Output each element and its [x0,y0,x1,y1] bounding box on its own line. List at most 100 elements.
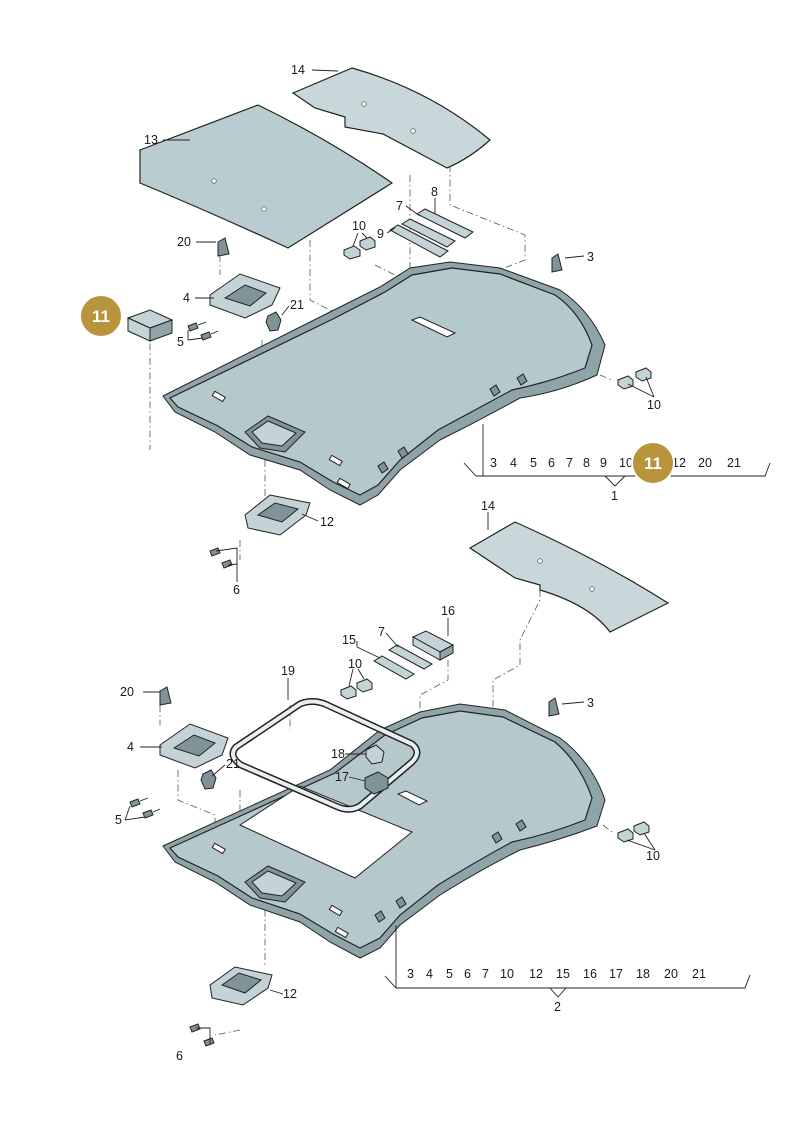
bracket-part-12: 12 [672,456,686,470]
screw-6 [203,1037,215,1047]
label-21: 21 [226,757,240,771]
leader-line [187,330,204,341]
upper-assembly: 14 13 8 7 10 9 20 3 4 21 5 10 12 6 3 4 5… [79,63,771,597]
label-13: 13 [144,133,158,147]
label-17: 17 [335,770,349,784]
label-4: 4 [127,740,134,754]
sensor-21 [200,769,217,790]
screw-5 [200,331,212,341]
clip-10 [359,236,376,251]
screw-6 [209,547,221,557]
insulation-mat-13 [139,104,394,249]
badge-text: 11 [644,454,662,473]
label-9: 9 [377,227,384,241]
clip-hole [361,101,367,107]
leader-line [301,513,319,522]
label-6: 6 [233,583,240,597]
screw-5 [187,322,199,332]
leader-line [196,1027,211,1044]
screw-5 [142,809,154,819]
clip-hole [589,586,595,592]
leader-line [356,641,381,659]
console-recess [251,420,297,447]
grip-slot [328,904,343,917]
leader-line [211,764,226,777]
bracket-part-10: 10 [500,967,514,981]
leader-line [386,227,396,234]
bracket-part-5: 5 [530,456,537,470]
guide-line [149,334,161,450]
clip-10 [633,821,650,836]
handle-mount [374,910,386,923]
screw-shank [197,321,219,335]
strip-7 [388,644,433,670]
leader-line [352,232,368,247]
console-12-lens [256,502,300,523]
guide-line [214,1029,241,1036]
leader-line [561,701,585,705]
bracket-part-7: 7 [482,967,489,981]
bracket-part-20: 20 [698,456,712,470]
guide-line [419,660,449,720]
screw-6 [221,559,233,569]
label-6: 6 [176,1049,183,1063]
screw-6 [189,1023,201,1033]
label-3: 3 [587,250,594,264]
reading-light-4-lens [172,734,216,757]
badge-circle [79,294,123,338]
clip-20 [217,237,230,257]
roof-panel-14 [291,67,491,169]
highlight-badge: 11 [631,441,675,485]
clip-10 [343,245,361,260]
grip-slot [334,926,349,939]
label-12: 12 [283,987,297,1001]
grip-slot [336,477,351,490]
clip-10 [340,685,357,700]
reading-light-4-lens [223,284,267,307]
handle-mount [397,446,409,459]
sunroof-frame-19-inner [230,699,419,812]
roof-slot [410,316,457,338]
strip-8 [415,208,474,239]
label-10: 10 [348,657,362,671]
guide-line [602,824,613,833]
bracket-part-8: 8 [583,456,590,470]
bracket-part-12: 12 [529,967,543,981]
label-20: 20 [120,685,134,699]
label-7: 7 [396,199,403,213]
assembly-bracket-1-tick [604,475,626,487]
bracket-part-21: 21 [692,967,706,981]
foam-block-11-end [149,319,173,342]
lower-bracket-part-list: 3 4 5 6 7 10 12 15 16 17 18 20 21 [407,967,706,981]
screw-5 [129,798,141,808]
bracket-part-21: 21 [727,456,741,470]
seal-block-16-end [439,644,454,661]
bracket-part-3: 3 [490,456,497,470]
guide-line [177,770,216,840]
label-16: 16 [441,604,455,618]
assembly-number-1: 1 [611,489,618,503]
leader-line [281,305,290,316]
bracket-part-18: 18 [636,967,650,981]
clip-3 [548,697,560,717]
label-5: 5 [177,335,184,349]
motor-17 [364,771,389,795]
handle-mount [395,896,407,909]
clip-3 [551,253,563,273]
bracket-part-5: 5 [446,967,453,981]
leader-line [564,255,585,259]
leader-line [348,776,366,782]
label-15: 15 [342,633,356,647]
leader-line [405,205,421,217]
clip-10 [617,828,634,843]
grip-slot [328,454,343,467]
leader-line [269,989,284,995]
grip-slot [211,390,226,403]
assembly-bracket-1 [463,462,771,477]
clip-hole [537,558,543,564]
assembly-bracket-2 [384,974,751,989]
bracket-part-7: 7 [566,456,573,470]
lower-assembly: 14 16 15 7 10 19 20 3 4 18 21 17 5 10 12… [115,499,751,1063]
